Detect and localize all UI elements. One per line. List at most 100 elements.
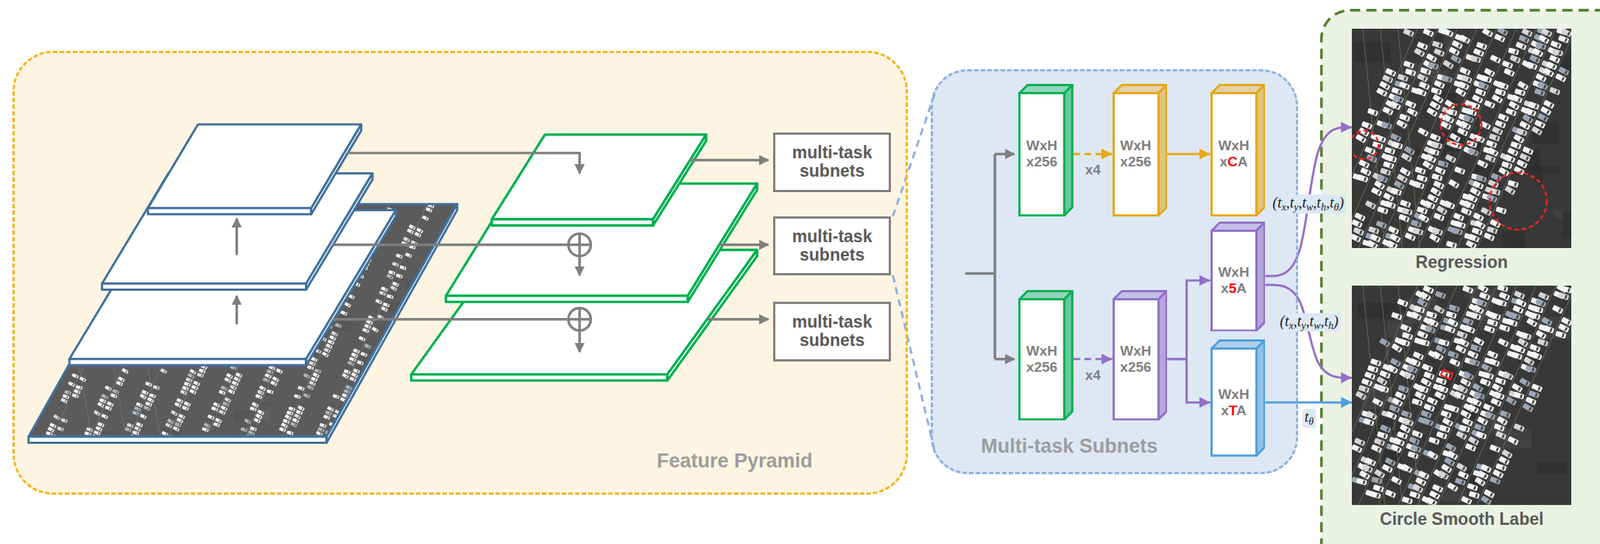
label-anchor: x4 bbox=[1004, 170, 1182, 187]
tensor-face: WxH x256 bbox=[1018, 298, 1066, 421]
text-part: t bbox=[1304, 408, 1310, 425]
illustration-rect bbox=[365, 426, 373, 432]
illustration-rect bbox=[352, 435, 361, 442]
illustration-g bbox=[407, 331, 416, 338]
illustration-rect bbox=[378, 387, 381, 391]
illustration-g bbox=[365, 426, 373, 432]
text-part: , bbox=[1293, 312, 1298, 330]
illustration-rect bbox=[12, 50, 909, 495]
text-part: θ bbox=[1308, 416, 1314, 428]
illustration-rect bbox=[417, 310, 425, 316]
connector bbox=[1264, 284, 1352, 378]
region-title: Feature Pyramid bbox=[656, 449, 813, 473]
illustration-rect bbox=[399, 362, 402, 366]
text-part: w bbox=[1306, 201, 1313, 213]
illustration-rect bbox=[424, 294, 433, 300]
aerial-image bbox=[1351, 28, 1572, 249]
tensor-face: WxH x256 bbox=[1112, 92, 1160, 217]
illustration-rect bbox=[408, 321, 411, 325]
text-part: ) bbox=[1338, 194, 1344, 211]
highlight-box bbox=[1440, 369, 1453, 380]
illustration-g bbox=[28, 124, 458, 443]
illustration-rect bbox=[395, 350, 398, 354]
connector bbox=[1073, 153, 1113, 156]
dashed-region: WxH x256WxH x256WxH xCAWxH x256WxH x256W… bbox=[930, 69, 1299, 475]
illustration-g bbox=[441, 256, 450, 263]
illustration-rect bbox=[408, 430, 429, 439]
tensor-block: WxH x256 bbox=[1112, 83, 1168, 217]
tensor-block: WxH x256 bbox=[1018, 290, 1074, 421]
text-part: t bbox=[1329, 194, 1335, 211]
illustration-g bbox=[893, 93, 936, 451]
illustration-rect bbox=[412, 333, 415, 337]
illustration-rect bbox=[357, 422, 366, 428]
label-anchor: tθ bbox=[1220, 418, 1398, 438]
illustration-path bbox=[994, 357, 1014, 361]
illustration-rect bbox=[384, 365, 392, 371]
illustration-rect bbox=[429, 295, 432, 299]
illustration-rect bbox=[376, 391, 379, 395]
text-part: w bbox=[1313, 320, 1321, 332]
text-part: , bbox=[1326, 194, 1330, 211]
illustration-rect bbox=[396, 335, 405, 341]
highlight-circle bbox=[1440, 103, 1482, 145]
text-part: t bbox=[1290, 194, 1295, 211]
illustration-g bbox=[396, 335, 405, 341]
illustration-path bbox=[332, 243, 568, 246]
tensor-front bbox=[1211, 349, 1257, 456]
illustration-g bbox=[360, 418, 368, 425]
label-anchor: (tx,ty,tw,th) bbox=[1220, 322, 1398, 342]
tensor-block: WxH x256 bbox=[1112, 290, 1168, 421]
illustration-path bbox=[994, 153, 1014, 156]
illustration-path bbox=[235, 295, 238, 325]
connector bbox=[1264, 127, 1352, 277]
text-part: A bbox=[1236, 402, 1247, 419]
illustration-rect bbox=[385, 380, 394, 387]
illustration-rect bbox=[452, 222, 456, 226]
illustration-g bbox=[356, 427, 364, 433]
illustration-rect bbox=[374, 385, 383, 391]
illustration-rect bbox=[407, 310, 416, 317]
illustration-g bbox=[372, 409, 380, 416]
illustration-g bbox=[410, 326, 418, 333]
tensor-face: WxH x256 bbox=[1112, 298, 1160, 421]
illustration-rect bbox=[386, 371, 389, 375]
illustration-rect bbox=[361, 414, 369, 421]
illustration-g bbox=[430, 281, 439, 288]
text-part: θ bbox=[1333, 201, 1339, 213]
illustration-g bbox=[424, 294, 433, 300]
tensor-side bbox=[1256, 222, 1265, 331]
edge-label: x4 bbox=[1085, 161, 1101, 179]
text-part: t bbox=[1277, 194, 1282, 211]
illustration-rect bbox=[367, 421, 375, 428]
illustration-g bbox=[380, 393, 389, 400]
illustration-rect bbox=[371, 424, 374, 428]
text-part: T bbox=[1228, 402, 1237, 419]
illustration-rect bbox=[388, 376, 396, 383]
text-part: x bbox=[1289, 320, 1294, 332]
aerial-image-content bbox=[1351, 285, 1572, 506]
illustration-g bbox=[451, 235, 459, 242]
illustration-rect bbox=[400, 327, 408, 334]
text-part: y bbox=[1293, 201, 1299, 213]
illustration-g bbox=[368, 398, 377, 404]
text-part: t bbox=[1301, 194, 1307, 211]
illustration-path bbox=[568, 233, 591, 256]
illustration-path bbox=[893, 93, 936, 216]
illustration-rect bbox=[413, 298, 422, 305]
panel-caption: Circle Smooth Label bbox=[1351, 509, 1572, 530]
illustration-rect bbox=[413, 329, 417, 333]
illustration-rect bbox=[373, 399, 376, 403]
illustration-polygon bbox=[446, 295, 688, 302]
illustration-polygon bbox=[147, 208, 312, 215]
connector bbox=[1073, 357, 1113, 361]
text-part: ( bbox=[1272, 194, 1278, 211]
illustration-rect bbox=[417, 301, 420, 305]
illustration-rect bbox=[451, 226, 454, 230]
tensor-block: WxH x256 bbox=[1018, 83, 1074, 217]
illustration-rect bbox=[407, 331, 416, 338]
text-part: , bbox=[1286, 194, 1291, 211]
text-part: h bbox=[1328, 320, 1334, 332]
